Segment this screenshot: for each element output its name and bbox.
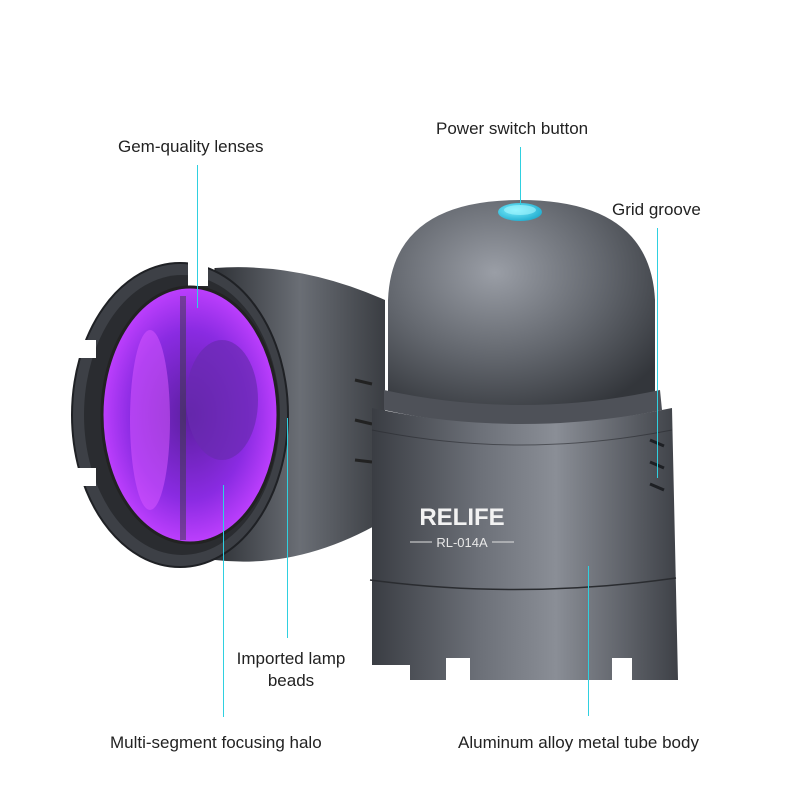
leader-line-grid (657, 228, 658, 478)
callout-multi-segment-focusing-halo: Multi-segment focusing halo (110, 733, 322, 752)
leader-line-lenses (197, 165, 198, 308)
leader-line-body (588, 566, 589, 716)
model-number: RL-014A (436, 535, 488, 550)
leader-line-halo (223, 485, 224, 717)
leader-line-power (520, 147, 521, 205)
callout-power-switch-button: Power switch button (436, 119, 589, 138)
callout-aluminum-alloy-body: Aluminum alloy metal tube body (458, 733, 699, 752)
dome-lamp-body (369, 200, 678, 680)
callout-grid-groove: Grid groove (612, 200, 701, 219)
brand-logo: RELIFE (419, 504, 504, 531)
leader-line-beads (287, 418, 288, 638)
callout-imported-lamp-beads: Imported lamp beads (236, 649, 346, 690)
callout-gem-quality-lenses: Gem-quality lenses (118, 137, 264, 156)
front-lamp-head (71, 260, 385, 568)
